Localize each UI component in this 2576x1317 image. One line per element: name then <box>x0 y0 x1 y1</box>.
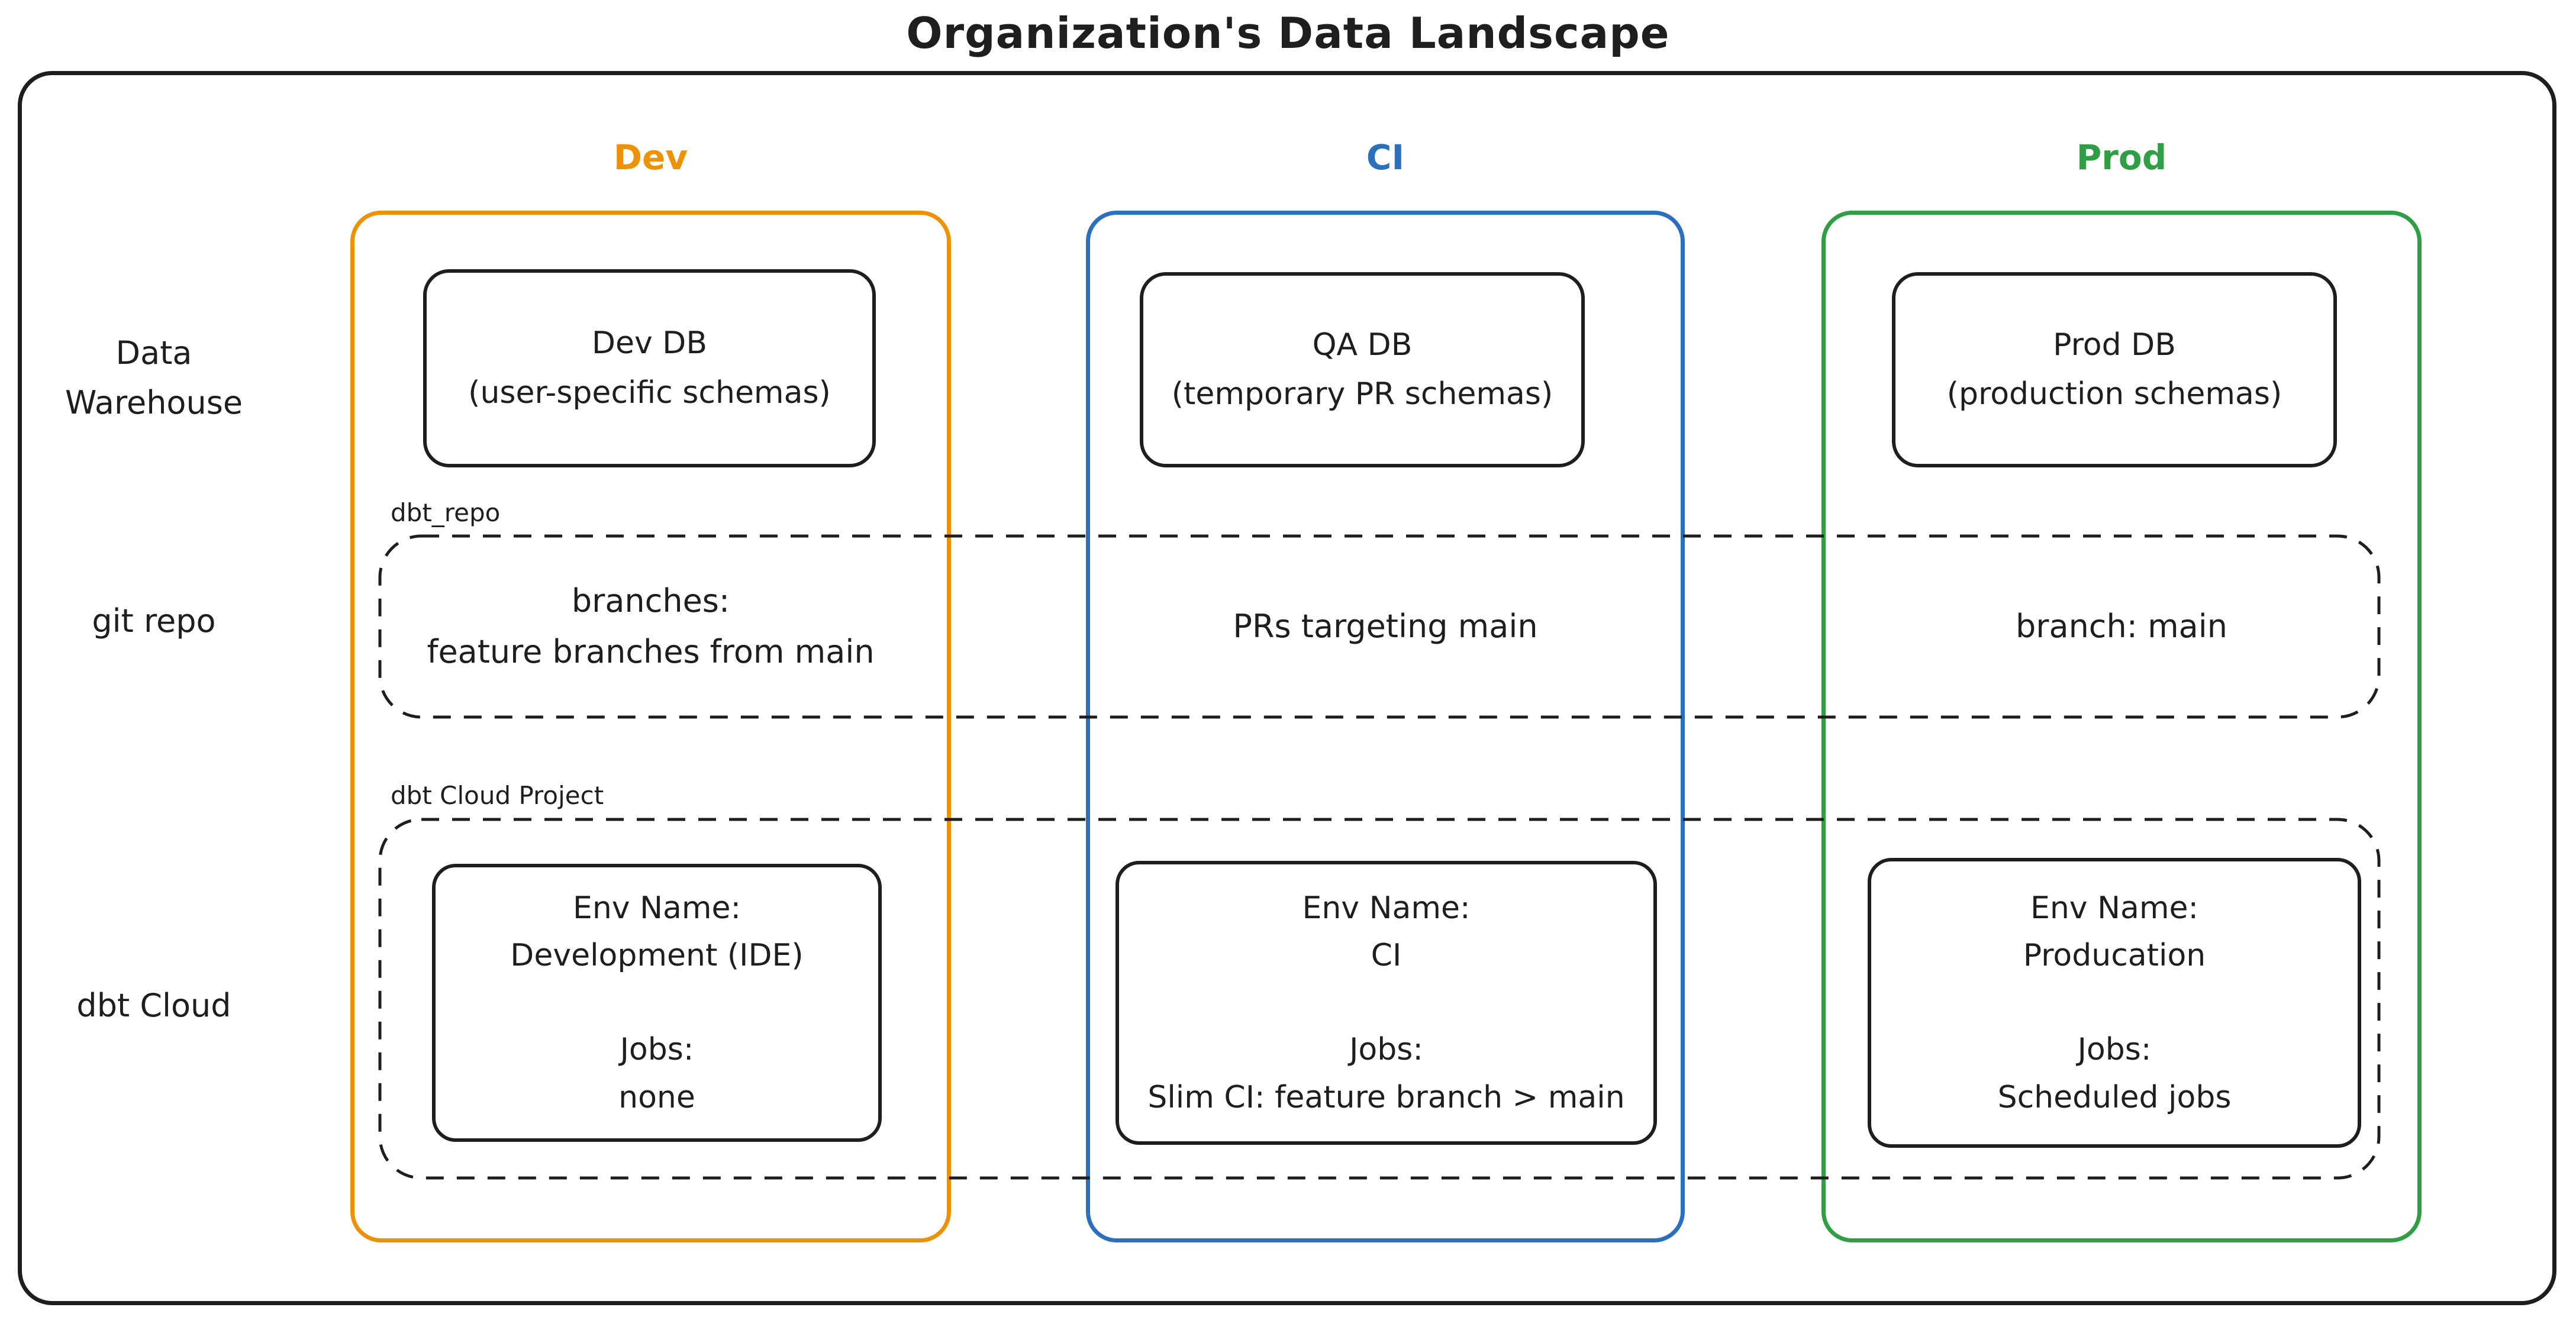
dbt-dev-jobs-group: Jobs: none <box>618 1026 695 1121</box>
qa-db-schemas: (temporary PR schemas) <box>1171 376 1553 412</box>
git-cell-dev: branches: feature branches from main <box>350 534 951 719</box>
git-band-dashed-frame <box>378 534 2381 719</box>
dbt-dev-env-group: Env Name: Development (IDE) <box>510 885 803 980</box>
dbt-prod-env-value: Producation <box>2023 938 2206 974</box>
column-header-dev: Dev <box>613 137 688 177</box>
dbt-dev-jobs-value: none <box>618 1079 695 1115</box>
dbt-prod-env-group: Env Name: Producation <box>2023 885 2206 980</box>
dbt-ci-jobs-label: Jobs: <box>1349 1032 1423 1067</box>
dbt-ci-jobs-group: Jobs: Slim CI: feature branch > main <box>1147 1026 1624 1121</box>
dbt-dev-jobs-label: Jobs: <box>620 1032 694 1067</box>
page-title: Organization's Data Landscape <box>906 8 1670 58</box>
prod-db-box: Prod DB (production schemas) <box>1892 272 2337 467</box>
column-container-prod <box>1821 211 2422 1242</box>
qa-db-box: QA DB (temporary PR schemas) <box>1140 272 1585 467</box>
prod-db-name: Prod DB <box>2053 327 2176 363</box>
dev-db-name: Dev DB <box>591 325 708 361</box>
dbt-prod-jobs-value: Scheduled jobs <box>1997 1079 2232 1115</box>
dbt-ci-env-label: Env Name: <box>1302 890 1471 926</box>
column-container-ci <box>1086 211 1685 1242</box>
dbt-env-box-dev: Env Name: Development (IDE) Jobs: none <box>432 864 882 1142</box>
dbt-env-box-ci: Env Name: CI Jobs: Slim CI: feature bran… <box>1115 861 1657 1145</box>
git-cell-dev-line1: branches: <box>571 582 730 619</box>
row-label-git-repo: git repo <box>92 602 216 640</box>
git-cell-ci-line1: PRs targeting main <box>1233 607 1538 645</box>
dbt-band-dashed-frame <box>378 818 2381 1180</box>
dbt-ci-env-value: CI <box>1371 938 1402 974</box>
dbt-band-label: dbt Cloud Project <box>391 781 604 810</box>
column-header-prod: Prod <box>2076 137 2167 177</box>
dbt-ci-jobs-value: Slim CI: feature branch > main <box>1147 1079 1625 1115</box>
outer-frame <box>18 71 2556 1305</box>
row-label-data-warehouse: Data Warehouse <box>65 334 243 421</box>
dev-db-schemas: (user-specific schemas) <box>468 375 831 411</box>
git-cell-dev-line2: feature branches from main <box>427 633 875 670</box>
git-cell-prod: branch: main <box>1821 534 2422 719</box>
row-label-dbt-cloud: dbt Cloud <box>76 987 231 1024</box>
column-header-ci: CI <box>1366 137 1405 177</box>
dbt-prod-jobs-group: Jobs: Scheduled jobs <box>1998 1026 2232 1121</box>
dbt-ci-env-group: Env Name: CI <box>1302 885 1470 980</box>
dbt-prod-env-label: Env Name: <box>2030 890 2199 926</box>
git-band-dashed-rect <box>378 534 2381 719</box>
dbt-dev-env-value: Development (IDE) <box>510 938 804 974</box>
dbt-env-box-prod: Env Name: Producation Jobs: Scheduled jo… <box>1868 858 2361 1148</box>
git-band-label: dbt_repo <box>391 498 501 527</box>
git-cell-prod-line1: branch: main <box>2016 607 2227 645</box>
qa-db-name: QA DB <box>1312 327 1413 363</box>
git-cell-ci: PRs targeting main <box>1086 534 1685 719</box>
dev-db-box: Dev DB (user-specific schemas) <box>423 269 876 467</box>
dbt-dev-env-label: Env Name: <box>572 890 741 926</box>
dbt-prod-jobs-label: Jobs: <box>2077 1032 2152 1067</box>
prod-db-schemas: (production schemas) <box>1946 376 2282 412</box>
dbt-band-dashed-rect <box>378 818 2381 1180</box>
column-container-dev <box>350 211 951 1242</box>
